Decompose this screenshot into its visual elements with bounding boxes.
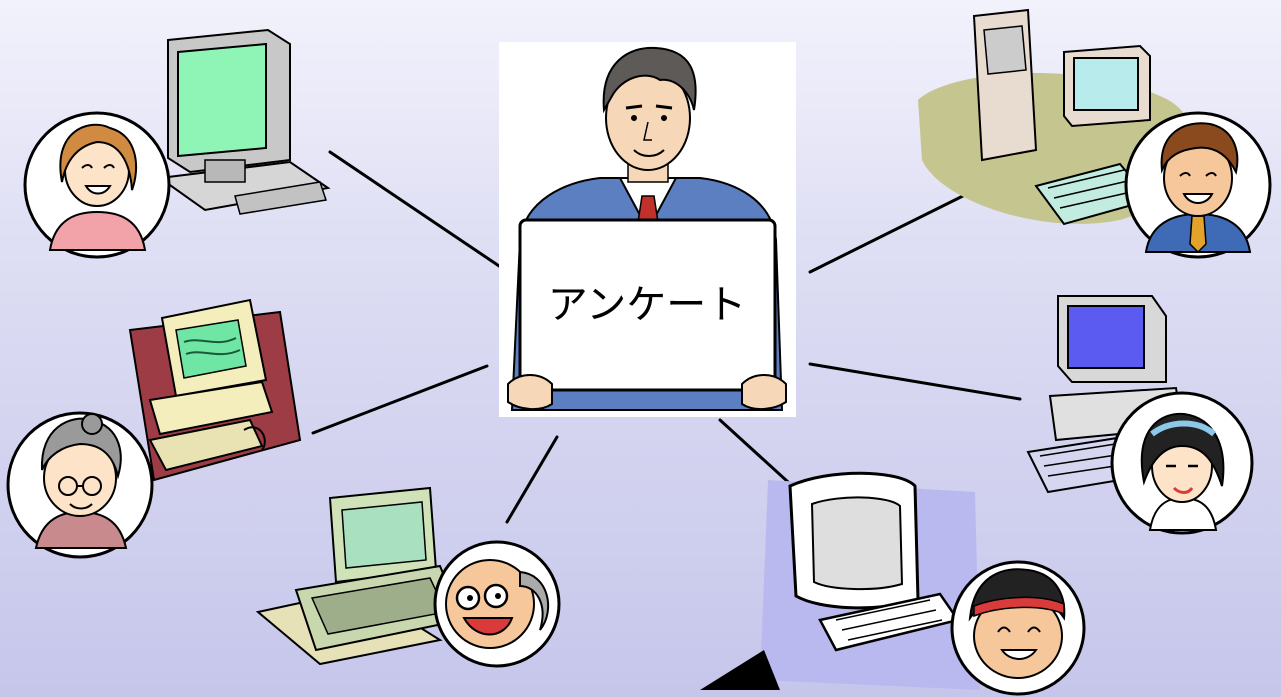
tower-workstation-icon xyxy=(918,8,1193,226)
man-left-hand xyxy=(507,374,553,410)
boy-respondent-icon xyxy=(950,560,1086,696)
connector-line xyxy=(505,435,559,524)
elderly-woman-respondent-icon xyxy=(6,411,154,559)
man-hair xyxy=(602,46,697,114)
survey-sign-board xyxy=(518,218,777,392)
businessman-respondent-icon xyxy=(1124,111,1272,259)
central-figure: アンケート xyxy=(499,42,796,417)
desktop-computer-green-screen-icon xyxy=(157,28,331,215)
connector-line xyxy=(328,150,507,272)
connector-line xyxy=(808,362,1022,401)
girl-respondent-icon xyxy=(1110,391,1254,535)
man-right-hand xyxy=(741,374,787,410)
survey-sign-label: アンケート xyxy=(548,282,746,328)
retro-computer-icon xyxy=(128,298,302,482)
connector-line xyxy=(311,364,489,435)
woman-respondent-icon xyxy=(23,111,171,259)
elderly-man-respondent-icon xyxy=(433,540,561,668)
laptop-computer-icon xyxy=(255,486,464,666)
connector-lines xyxy=(311,150,1022,524)
connector-line xyxy=(808,183,987,274)
crt-monitor-icon xyxy=(700,471,980,690)
